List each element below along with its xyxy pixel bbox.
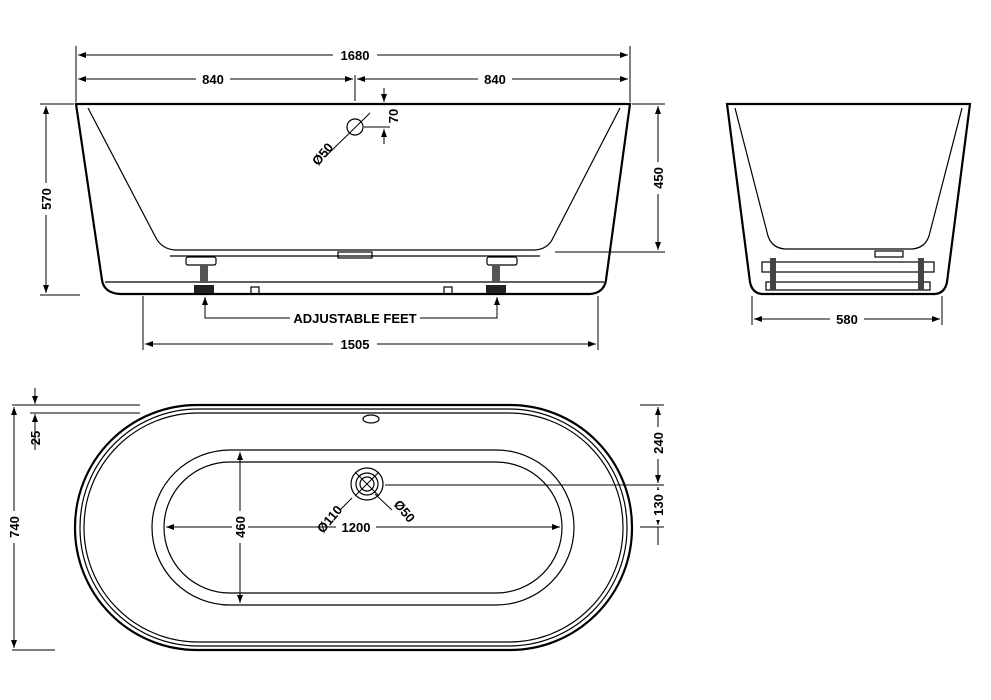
plan-outer-rim bbox=[73, 403, 634, 652]
dim-drain-inner-diameter: Ø50 bbox=[391, 497, 418, 525]
end-waste-outlet bbox=[874, 250, 904, 258]
plan-basin-inner bbox=[163, 461, 563, 594]
plan-basin-outer bbox=[151, 449, 575, 606]
plan-view: 740 25 240 130 1200 460 Ø110 Ø50 bbox=[6, 388, 666, 652]
leader-drain-inner bbox=[374, 493, 393, 511]
end-view: 580 bbox=[725, 102, 972, 327]
dim-240: 240 bbox=[651, 432, 666, 454]
end-foot-left bbox=[770, 258, 776, 290]
dim-1505: 1505 bbox=[341, 337, 370, 352]
adjustable-foot-right bbox=[486, 256, 518, 293]
dim-130: 130 bbox=[651, 494, 666, 516]
dim-580: 580 bbox=[836, 312, 858, 327]
dim-840-left: 840 bbox=[202, 72, 224, 87]
side-inner-basin bbox=[87, 107, 621, 251]
drain bbox=[350, 467, 384, 501]
end-frame-top bbox=[761, 261, 935, 273]
dim-450: 450 bbox=[651, 167, 666, 189]
leader-drain-outer bbox=[339, 497, 353, 511]
support-block bbox=[250, 286, 260, 295]
side-outer-shell bbox=[74, 102, 632, 296]
leader-feet-right bbox=[420, 297, 500, 319]
waste-outlet bbox=[337, 251, 373, 259]
plan-rim-inner bbox=[83, 412, 624, 643]
adjustable-foot-left bbox=[185, 256, 217, 293]
dim-1200: 1200 bbox=[342, 520, 371, 535]
dim-25: 25 bbox=[28, 431, 43, 445]
dim-1680: 1680 bbox=[341, 48, 370, 63]
plan-rim-edge bbox=[79, 408, 628, 647]
end-foot-right bbox=[918, 258, 924, 290]
plan-overflow bbox=[362, 414, 380, 424]
dim-70: 70 bbox=[386, 109, 401, 123]
dim-740: 740 bbox=[7, 516, 22, 538]
end-outer-shell bbox=[725, 102, 972, 296]
overflow-hole bbox=[346, 118, 364, 136]
support-block bbox=[443, 286, 453, 295]
end-frame-bottom bbox=[765, 281, 931, 291]
dim-840-right: 840 bbox=[484, 72, 506, 87]
dim-overflow-diameter: Ø50 bbox=[309, 140, 336, 168]
end-inner-basin bbox=[734, 107, 963, 250]
leader-feet-left bbox=[202, 297, 290, 319]
side-view: 1680 840 840 570 450 70 Ø50 ADJUSTABLE F… bbox=[38, 46, 666, 352]
dim-570: 570 bbox=[39, 188, 54, 210]
dim-460: 460 bbox=[233, 516, 248, 538]
leader-line-overflow bbox=[325, 112, 371, 157]
adjustable-feet-label: ADJUSTABLE FEET bbox=[293, 311, 416, 326]
